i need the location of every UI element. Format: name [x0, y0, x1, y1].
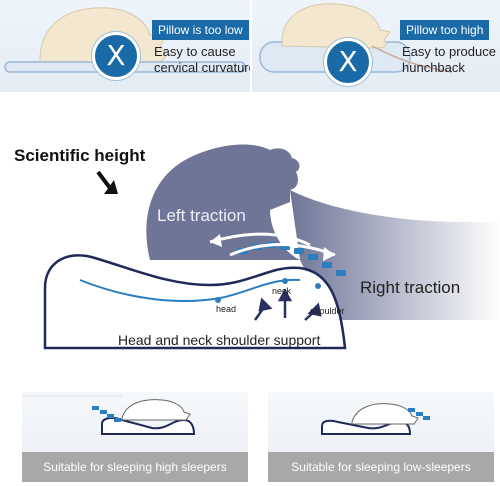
- low-pillow-panel: X Pillow is too low Easy to cause cervic…: [0, 0, 250, 92]
- scientific-height-heading: Scientific height: [14, 146, 146, 165]
- low-sleepers-card: Suitable for sleeping low-sleepers: [268, 392, 494, 482]
- high-sleepers-card: Suitable for sleeping high sleepers: [22, 392, 248, 482]
- right-traction-label: Right traction: [360, 278, 461, 297]
- high-sleepers-caption: Suitable for sleeping high sleepers: [22, 452, 248, 482]
- low-sleeper-illustration: [321, 403, 430, 435]
- x-mark-icon: X: [324, 38, 372, 86]
- high-pillow-title: Pillow too high: [400, 20, 490, 40]
- high-pillow-desc-line1: Easy to produce: [402, 44, 496, 59]
- low-sleepers-caption: Suitable for sleeping low-sleepers: [268, 452, 494, 482]
- pointer-arrow-icon: [96, 170, 118, 194]
- low-pillow-desc-line1: Easy to cause: [154, 44, 236, 59]
- left-traction-label: Left traction: [157, 206, 246, 225]
- high-pillow-desc-line2: hunchback: [402, 60, 465, 75]
- left-traction-arrow: [209, 232, 311, 247]
- low-pillow-desc-line2: cervical curvature: [154, 60, 250, 75]
- scientific-height-diagram: [43, 144, 500, 350]
- x-mark-icon: X: [92, 32, 140, 80]
- neck-label: neck: [272, 286, 292, 296]
- support-arrow-icons: [253, 288, 322, 321]
- low-pillow-title: Pillow is too low: [152, 20, 249, 40]
- body-silhouette: [290, 190, 500, 320]
- shoulder-label: shoulder: [310, 306, 345, 316]
- high-pillow-panel: X Pillow too high Easy to produce hunchb…: [252, 0, 500, 92]
- head-silhouette: [146, 144, 300, 260]
- head-label: head: [216, 304, 237, 314]
- high-sleeper-illustration: [22, 395, 196, 435]
- support-caption: Head and neck shoulder support: [118, 332, 321, 348]
